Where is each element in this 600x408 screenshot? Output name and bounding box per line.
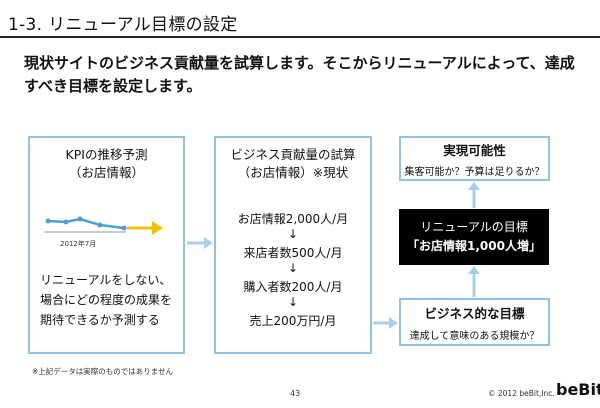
renewal-goal-value: 「お店情報1,000人増」 — [407, 239, 541, 253]
footnote: ※上記データは実際のものではありません — [32, 367, 174, 376]
feasibility-title: 実現可能性 — [443, 143, 506, 158]
down-arrow-icon: ↓ — [287, 261, 299, 275]
kpi-box-title: KPIの推移予測 — [65, 147, 148, 162]
business-calc-box: ビジネス貢献量の試算 （お店情報）※現状 お店情報2,000人/月 ↓ 来店者数… — [214, 136, 372, 354]
business-goal-subtitle: 達成して意味のある規模か？ — [409, 331, 540, 342]
title-divider — [0, 36, 600, 38]
company-logo: beBit — [556, 380, 600, 399]
page-title: 1-3. リニューアル目標の設定 — [8, 15, 238, 35]
business-goal-box: ビジネス的な目標 達成して意味のある規模か？ — [399, 298, 550, 346]
lead-text: 現状サイトのビジネス貢献量を試算します。そこからリニューアルによって、達成すべき… — [24, 54, 575, 95]
calc-box-title: ビジネス貢献量の試算 — [230, 147, 356, 162]
renewal-goal-title: リニューアルの目標 — [420, 220, 528, 234]
step-shop-info: お店情報2,000人/月 — [237, 212, 349, 226]
feasibility-box: 実現可能性 集客可能か？予算は足りるか？ — [399, 136, 550, 181]
step-visitors: 来店者数500人/月 — [243, 246, 343, 260]
calc-box-subtitle: （お店情報）※現状 — [237, 165, 349, 180]
kpi-text-3: 期待できるか予測する — [40, 313, 160, 327]
kpi-chart-label: 2012年7月 — [60, 239, 96, 248]
feasibility-subtitle: 集客可能か？予算は足りるか？ — [404, 167, 545, 178]
kpi-text-1: リニューアルをしない、 — [40, 273, 172, 287]
business-goal-title: ビジネス的な目標 — [424, 306, 525, 321]
kpi-text-2: 場合にどの程度の成果を — [40, 293, 173, 307]
down-arrow-icon: ↓ — [287, 227, 299, 241]
page-number: 43 — [290, 389, 301, 398]
step-sales: 売上200万円/月 — [249, 314, 337, 328]
renewal-goal-box: リニューアルの目標 「お店情報1,000人増」 — [399, 209, 549, 265]
down-arrow-icon: ↓ — [287, 295, 299, 309]
step-purchasers: 購入者数200人/月 — [243, 280, 343, 294]
copyright: © 2012 beBit,Inc. — [488, 389, 555, 398]
kpi-forecast-box: KPIの推移予測 （お店情報） 2012年7月 リニューアルをしない、 場合にど… — [28, 136, 185, 354]
kpi-box-subtitle: （お店情報） — [68, 165, 144, 180]
kpi-trend-chart: 2012年7月 — [44, 216, 163, 248]
